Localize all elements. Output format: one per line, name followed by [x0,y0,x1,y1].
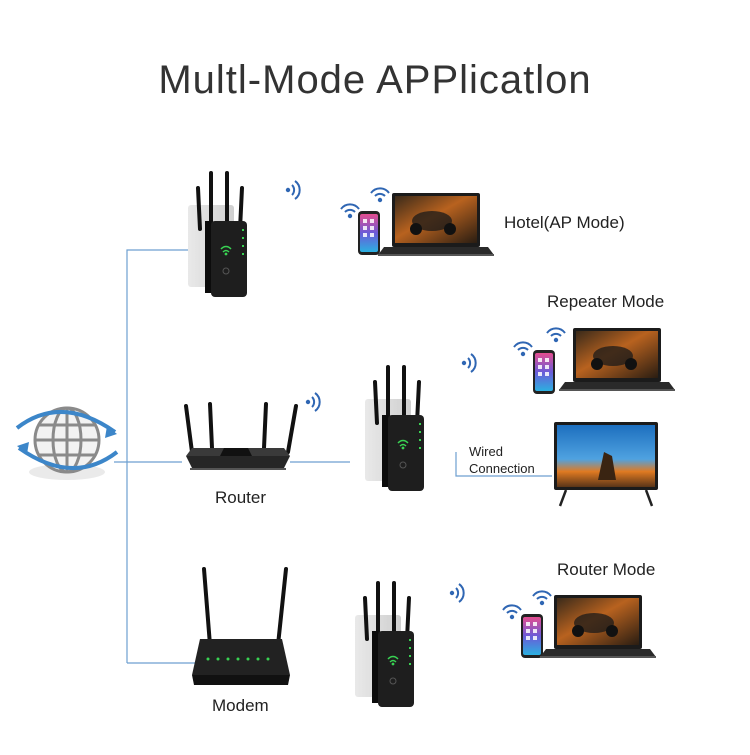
extender-icon [353,581,416,709]
wifi-icon [546,327,566,344]
phone-icon [521,614,543,658]
phone-icon [533,350,555,394]
laptop-icon [378,193,494,256]
connector-lines [114,249,552,664]
modem-label: Modem [212,696,269,715]
phone-icon [358,211,380,255]
modem-icon [192,567,290,685]
hotel-mode-label: Hotel(AP Mode) [504,213,625,232]
wifi-icon [370,187,390,204]
extender-icon [186,171,249,299]
globe-icon [15,406,119,480]
wifi-icon [502,604,522,621]
tv-icon [554,422,658,507]
extender-icon [363,365,426,493]
wired-label: Wired Connection [469,443,535,477]
wifi-icon [304,392,321,412]
wifi-icon [460,353,477,373]
laptop-icon [540,595,656,658]
wifi-icon [448,583,465,603]
wired-label-line2: Connection [469,461,535,476]
wifi-icon [513,341,533,358]
wifi-icon [340,203,360,220]
wifi-icon [284,180,301,200]
router-label: Router [215,488,267,507]
page-title: Multl-Mode APPlicatlon [158,58,592,102]
router-icon [184,402,298,470]
laptop-icon [559,328,675,391]
wired-label-line1: Wired [469,444,503,459]
repeater-mode-label: Repeater Mode [547,292,665,311]
wifi-icon [532,590,552,607]
router-mode-label: Router Mode [557,560,656,579]
